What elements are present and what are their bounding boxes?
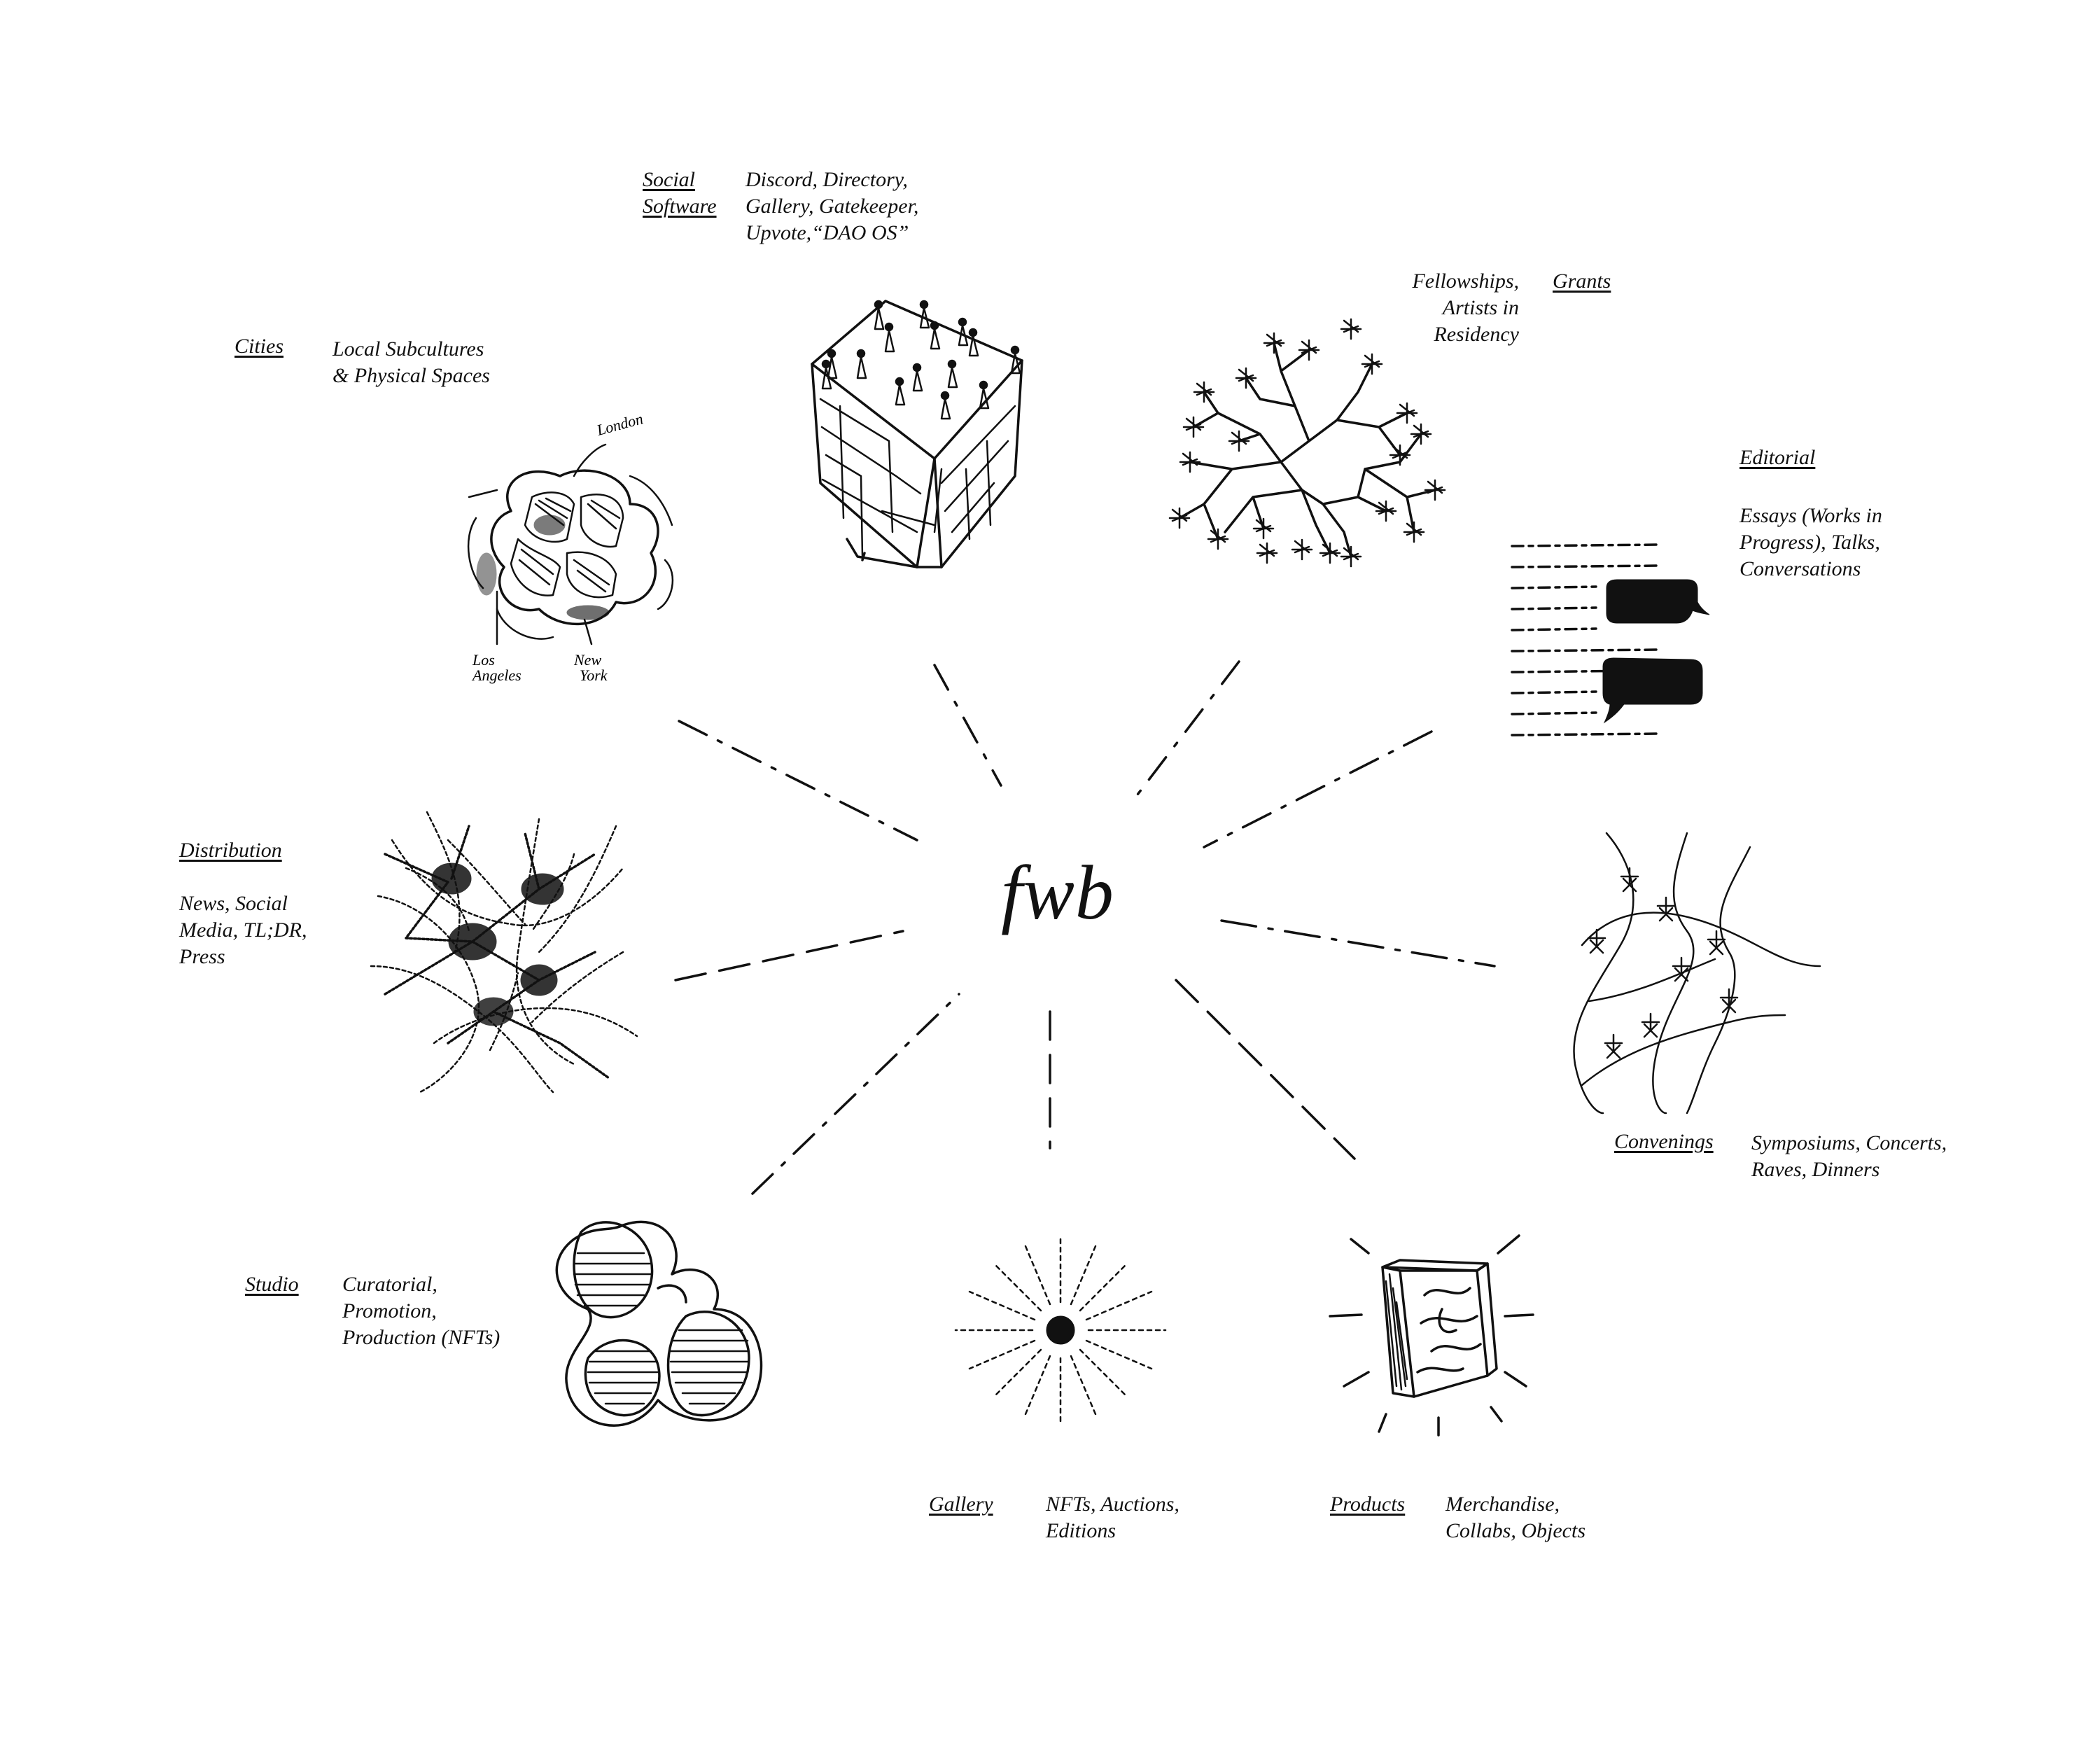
connector-spokes bbox=[674, 660, 1496, 1195]
products-description: Merchandise, Collabs, Objects bbox=[1446, 1493, 1586, 1542]
cities-category: Cities bbox=[234, 335, 284, 358]
grants-category: Grants bbox=[1553, 270, 1611, 293]
spoke-social-software bbox=[933, 664, 1002, 787]
social-software-category: Social Software bbox=[643, 168, 717, 218]
map-label-london: London bbox=[594, 410, 645, 439]
convenings-description: Symposiums, Concerts, Raves, Dinners bbox=[1751, 1131, 1947, 1181]
products-category: Products bbox=[1330, 1493, 1406, 1516]
spoke-editorial bbox=[1203, 730, 1433, 848]
studio-description: Curatorial, Promotion, Production (NFTs) bbox=[342, 1273, 500, 1349]
spoke-studio bbox=[751, 993, 960, 1195]
spoke-products bbox=[1175, 979, 1356, 1160]
branching-tree-icon bbox=[1168, 318, 1446, 568]
overlapping-blobs-icon bbox=[555, 1220, 763, 1427]
path-junction-stars bbox=[1587, 867, 1739, 1059]
starburst-icon bbox=[954, 1238, 1167, 1423]
text-with-speech-bubbles-icon bbox=[1511, 543, 1710, 736]
convenings-category: Convenings bbox=[1614, 1130, 1714, 1153]
distribution-description: News, Social Media, TL;DR, Press bbox=[179, 892, 307, 968]
cities-description: Local Subcultures & Physical Spaces bbox=[332, 337, 490, 387]
social-software-description: Discord, Directory, Gallery, Gatekeeper,… bbox=[746, 168, 919, 244]
spoke-grants bbox=[1136, 660, 1240, 796]
grants-description: Fellowships, Artists in Residency bbox=[1412, 270, 1519, 346]
fwb-center-logo: fwb bbox=[1001, 850, 1114, 935]
spoke-cities bbox=[678, 720, 918, 841]
editorial-category: Editorial bbox=[1740, 446, 1816, 469]
editorial-description: Essays (Works in Progress), Talks, Conve… bbox=[1740, 504, 1882, 580]
distribution-category: Distribution bbox=[179, 839, 282, 862]
spoke-convenings bbox=[1220, 919, 1496, 968]
glow-rays bbox=[1329, 1234, 1534, 1437]
spoke-distribution bbox=[674, 930, 904, 982]
studio-category: Studio bbox=[245, 1273, 299, 1296]
gallery-description: NFTs, Auctions, Editions bbox=[1046, 1493, 1180, 1542]
network-web-icon bbox=[370, 811, 638, 1094]
building-with-people-icon bbox=[811, 300, 1023, 568]
intersecting-paths-icon bbox=[1573, 832, 1821, 1115]
glowing-box-icon bbox=[1329, 1234, 1534, 1437]
person-figures bbox=[821, 300, 1021, 420]
tree-blossoms bbox=[1168, 318, 1446, 568]
gallery-category: Gallery bbox=[929, 1493, 993, 1516]
